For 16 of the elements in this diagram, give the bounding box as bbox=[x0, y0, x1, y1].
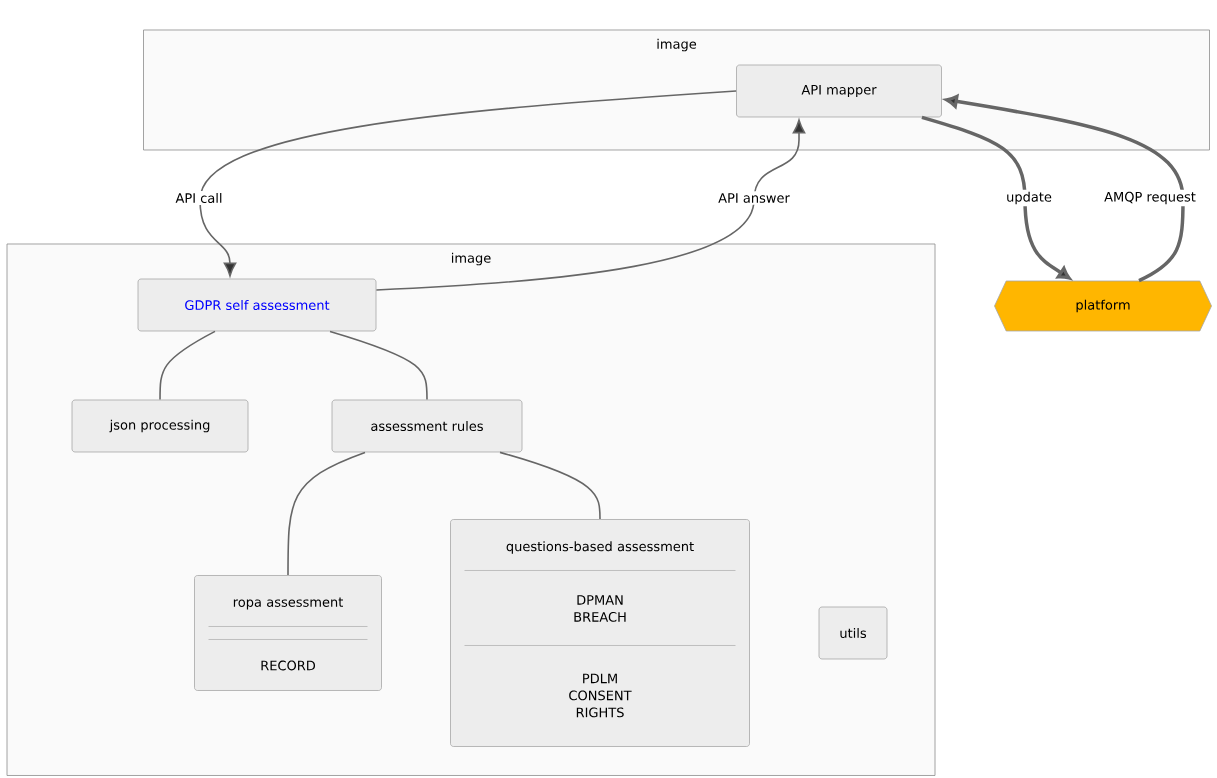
hexagon: platform bbox=[994, 280, 1212, 332]
arrow bbox=[199, 90, 737, 277]
edge-label: API answer bbox=[716, 191, 792, 205]
process-box: utils bbox=[818, 606, 888, 660]
arrow bbox=[921, 115, 1071, 280]
arrow bbox=[945, 94, 1185, 283]
process-box: API mapper bbox=[736, 64, 942, 118]
edge-label: update bbox=[1004, 189, 1054, 207]
process-box: json processing bbox=[71, 399, 249, 453]
edge-label: AMQP request bbox=[1102, 189, 1198, 207]
class-box: ropa assessment RECORD bbox=[194, 575, 382, 691]
arrow bbox=[375, 119, 806, 291]
class-box: questions-based assessment DPMAN BREACH PDLM CONSENT RIGHTS bbox=[450, 519, 750, 747]
edge-label: API call bbox=[173, 190, 225, 206]
process-box: GDPR self assessment bbox=[137, 278, 377, 332]
process-box: assessment rules bbox=[331, 399, 523, 453]
